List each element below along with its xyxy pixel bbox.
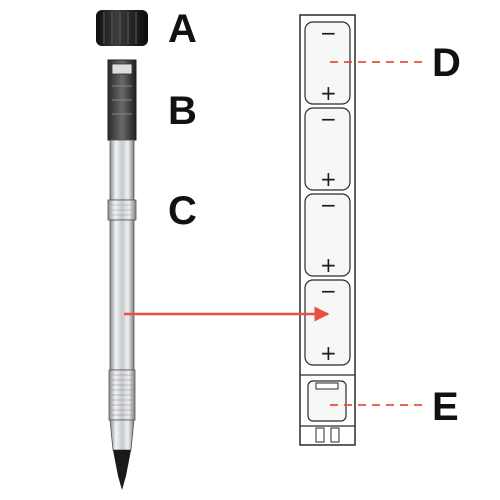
switch-icon (307, 380, 347, 422)
battery-cell-4 (304, 279, 351, 366)
label-d: D (432, 41, 461, 85)
cell-4-minus: − (320, 279, 337, 303)
pen-cap-icon (96, 10, 148, 46)
cell-2-minus: − (320, 107, 337, 131)
pen-barrel (107, 139, 137, 451)
cell-2-plus: + (320, 167, 337, 191)
battery-cell-3 (304, 193, 351, 277)
cell-1-minus: − (320, 21, 337, 45)
battery-compartment (107, 59, 137, 141)
cell-3-plus: + (320, 253, 337, 277)
battery-pack-icon: − + − + − + − + (299, 14, 356, 446)
cell-3-minus: − (320, 193, 337, 217)
cell-4-plus: + (320, 341, 337, 365)
battery-cell-2 (304, 107, 351, 191)
label-e: E (432, 385, 459, 429)
stylus (96, 10, 148, 490)
label-a: A (168, 7, 197, 51)
label-c: C (168, 189, 197, 233)
pen-tip (113, 450, 131, 490)
cell-1-plus: + (320, 81, 337, 105)
battery-cell-1 (304, 21, 351, 105)
label-b: B (168, 89, 197, 133)
